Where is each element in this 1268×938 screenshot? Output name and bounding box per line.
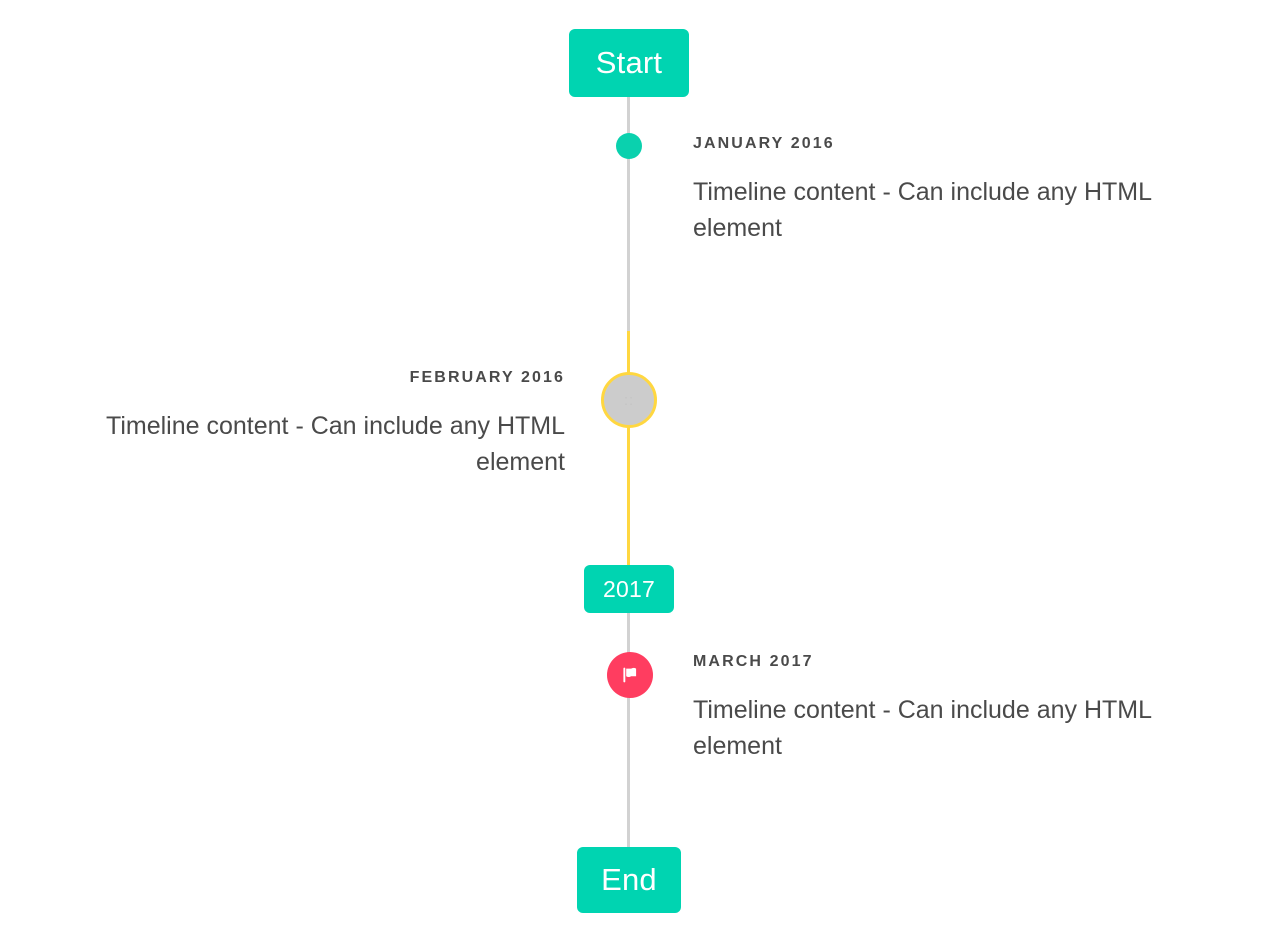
timeline-line-upper (627, 88, 630, 331)
timeline-line-lower (627, 612, 630, 851)
timeline-start-badge[interactable]: Start (569, 29, 689, 97)
placeholder-glyph-icon: :: (623, 391, 635, 409)
timeline-marker-february-2016[interactable]: :: (601, 372, 657, 428)
timeline-year-badge-2017[interactable]: 2017 (584, 565, 674, 613)
timeline-content-january-2016: Timeline content - Can include any HTML … (693, 178, 1152, 242)
timeline-marker-march-2017[interactable] (607, 652, 653, 698)
timeline-content-february-2016: Timeline content - Can include any HTML … (106, 412, 565, 476)
timeline-entry-march-2017: MARCH 2017 Timeline content - Can includ… (693, 652, 1233, 764)
timeline-entry-february-2016: FEBRUARY 2016 Timeline content - Can inc… (35, 368, 565, 480)
timeline-end-badge[interactable]: End (577, 847, 681, 913)
timeline-date-march-2017: MARCH 2017 (693, 653, 814, 670)
timeline-date-january-2016: JANUARY 2016 (693, 135, 835, 152)
timeline-date-february-2016: FEBRUARY 2016 (409, 369, 565, 386)
timeline-line-highlight (627, 331, 630, 566)
timeline-content-march-2017: Timeline content - Can include any HTML … (693, 696, 1152, 760)
flag-icon (620, 665, 640, 685)
timeline-marker-january-2016[interactable] (616, 133, 642, 159)
timeline-entry-january-2016: JANUARY 2016 Timeline content - Can incl… (693, 134, 1233, 246)
